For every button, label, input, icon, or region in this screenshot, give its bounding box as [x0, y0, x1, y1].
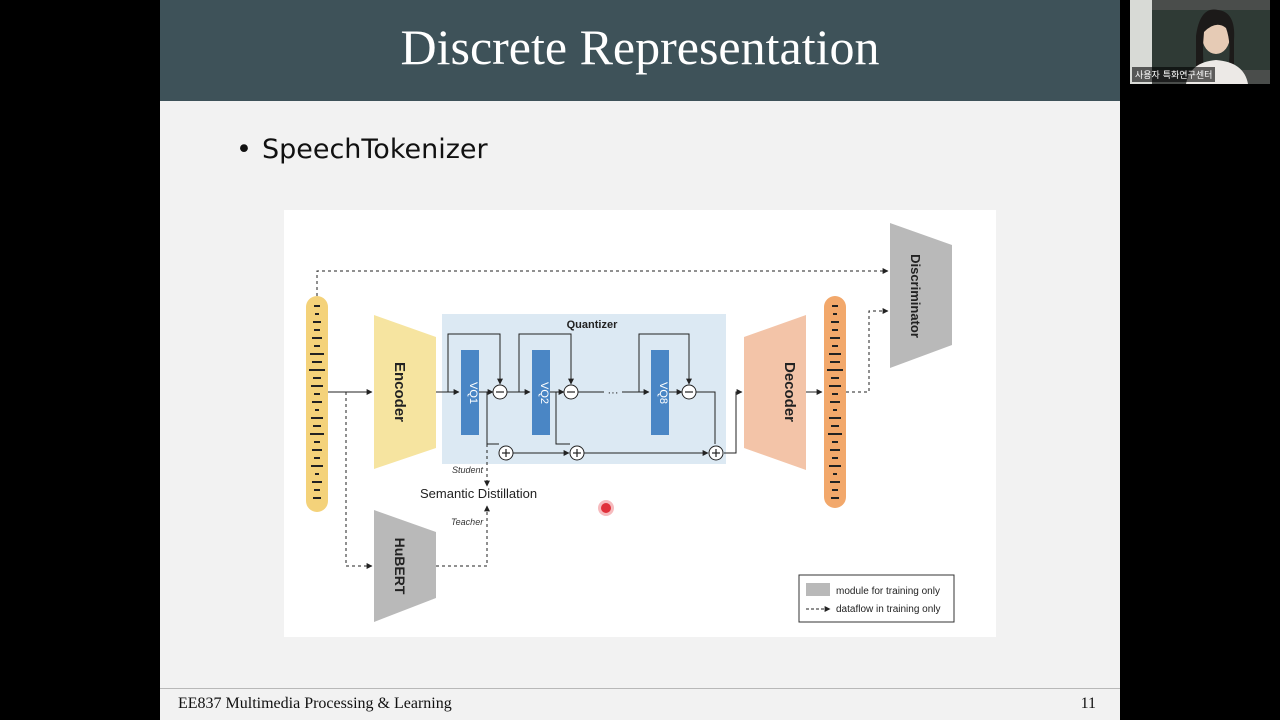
semantic-distillation-label: Semantic Distillation — [420, 486, 537, 501]
vq2-block — [532, 350, 550, 435]
encoder-block — [374, 315, 436, 469]
decoder-label: Decoder — [781, 362, 798, 422]
vq2-label: VQ2 — [538, 382, 550, 404]
legend-dataflow-label: dataflow in training only — [836, 604, 941, 615]
student-label: Student — [452, 465, 484, 475]
vq1-label: VQ1 — [467, 382, 479, 404]
input-waveform-lines — [309, 305, 325, 499]
input-waveform — [306, 296, 328, 512]
encoder-label: Encoder — [391, 362, 408, 422]
webcam-thumbnail[interactable]: 사용자 특화연구센터 — [1130, 0, 1270, 84]
legend-module-swatch — [806, 583, 830, 596]
vq-ellipsis: ··· — [608, 387, 619, 399]
hubert-block — [374, 510, 436, 622]
output-waveform-lines — [827, 305, 843, 499]
slide: Discrete Representation • SpeechTokenizer… — [160, 0, 1120, 720]
bullet-dot: • — [236, 134, 252, 165]
dashed-flows — [316, 268, 889, 569]
footer-course-title: EE837 Multimedia Processing & Learning — [178, 695, 452, 712]
decoder-block — [744, 315, 806, 470]
vq8-block — [651, 350, 669, 435]
diagram-svg: Quantizer Encoder — [306, 223, 955, 623]
slide-page-number: 11 — [1080, 695, 1096, 712]
teacher-label: Teacher — [451, 517, 484, 527]
combine-symbols — [496, 391, 720, 457]
bullet-item: • SpeechTokenizer — [236, 134, 488, 165]
hubert-label: HuBERT — [392, 538, 408, 595]
laser-pointer — [601, 503, 611, 513]
slide-title: Discrete Representation — [400, 19, 880, 75]
footer-divider — [160, 688, 1120, 689]
webcam-participant-name: 사용자 특화연구센터 — [1132, 67, 1216, 82]
slide-header: Discrete Representation — [160, 0, 1120, 101]
quantizer-label: Quantizer — [567, 319, 618, 331]
solid-flows — [328, 333, 823, 456]
vq1-block — [461, 350, 479, 435]
vq8-label: VQ8 — [657, 382, 669, 404]
discriminator-block — [890, 223, 952, 368]
bullet-text: SpeechTokenizer — [261, 134, 488, 165]
legend-module-label: module for training only — [836, 586, 940, 597]
discriminator-label: Discriminator — [908, 254, 923, 338]
legend-box — [798, 574, 955, 623]
speechtokenizer-diagram: Quantizer Encoder — [284, 210, 996, 637]
